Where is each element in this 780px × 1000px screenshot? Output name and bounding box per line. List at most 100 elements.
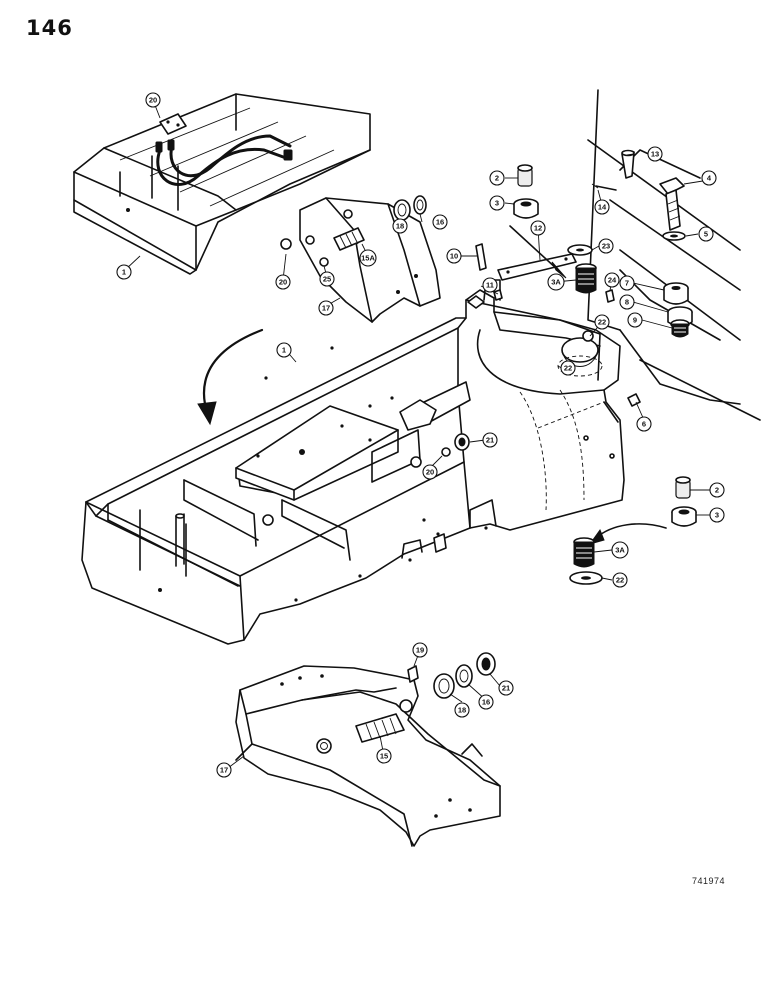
callout-15a: 15A bbox=[359, 249, 377, 267]
svg-text:5: 5 bbox=[704, 230, 708, 239]
pin-15 bbox=[355, 713, 405, 743]
nut-21-upper bbox=[454, 433, 470, 451]
callout-21b: 21 bbox=[498, 680, 514, 696]
callout-9: 9 bbox=[627, 312, 643, 328]
callout-8: 8 bbox=[619, 294, 635, 310]
svg-text:18: 18 bbox=[396, 222, 404, 231]
svg-text:16: 16 bbox=[482, 698, 490, 707]
lower-oscillating-bracket bbox=[235, 665, 501, 847]
clip-14 bbox=[591, 183, 617, 191]
callout-23: 23 bbox=[598, 238, 614, 254]
callout-14: 14 bbox=[594, 199, 610, 215]
callout-2b: 2 bbox=[709, 482, 725, 498]
callout-5: 5 bbox=[698, 226, 714, 242]
callout-22c: 22 bbox=[612, 572, 628, 588]
fitting-20-main bbox=[441, 447, 451, 457]
callout-4: 4 bbox=[701, 170, 717, 186]
callout-24: 24 bbox=[604, 272, 620, 288]
callout-7: 7 bbox=[619, 275, 635, 291]
bushing-18-lower bbox=[433, 673, 455, 699]
nut-21-lower bbox=[476, 652, 496, 676]
svg-text:15: 15 bbox=[380, 752, 388, 761]
svg-text:3A: 3A bbox=[551, 278, 561, 287]
mount-3a-upper bbox=[575, 263, 597, 294]
washer-22-lower bbox=[569, 571, 603, 585]
callout-20-frame: 20 bbox=[422, 464, 438, 480]
svg-text:16: 16 bbox=[436, 218, 444, 227]
svg-text:20: 20 bbox=[426, 468, 434, 477]
svg-text:4: 4 bbox=[707, 174, 712, 183]
svg-text:21: 21 bbox=[502, 684, 510, 693]
svg-text:25: 25 bbox=[323, 275, 331, 284]
svg-text:3: 3 bbox=[715, 511, 719, 520]
washer-16-lower bbox=[455, 664, 473, 688]
svg-text:1: 1 bbox=[122, 268, 126, 277]
callout-20-bracket: 20 bbox=[275, 274, 291, 290]
svg-text:18: 18 bbox=[458, 706, 466, 715]
callout-19: 19 bbox=[412, 642, 428, 658]
screw-24 bbox=[605, 289, 615, 303]
callout-3b: 3 bbox=[709, 507, 725, 523]
callout-2a: 2 bbox=[489, 170, 505, 186]
arrow-head-left bbox=[197, 401, 217, 426]
svg-text:11: 11 bbox=[486, 281, 494, 290]
fitting-19 bbox=[407, 665, 419, 683]
callout-3a-lower: 3A bbox=[611, 541, 629, 559]
pin-15a bbox=[333, 227, 365, 251]
svg-text:19: 19 bbox=[416, 646, 424, 655]
callout-3a-upper: 3A bbox=[547, 273, 565, 291]
svg-text:14: 14 bbox=[598, 203, 607, 212]
callout-15: 15 bbox=[376, 748, 392, 764]
svg-text:13: 13 bbox=[651, 150, 659, 159]
svg-text:17: 17 bbox=[220, 766, 228, 775]
assembly-arrow-upper bbox=[509, 225, 559, 271]
svg-text:21: 21 bbox=[486, 436, 494, 445]
callout-22a: 22 bbox=[594, 314, 610, 330]
svg-text:22: 22 bbox=[616, 576, 624, 585]
svg-text:3: 3 bbox=[495, 199, 499, 208]
svg-text:15A: 15A bbox=[361, 254, 375, 263]
svg-text:23: 23 bbox=[602, 242, 610, 251]
mount-9 bbox=[670, 319, 690, 338]
bolt-4 bbox=[659, 177, 685, 231]
svg-text:2: 2 bbox=[495, 174, 499, 183]
assembly-arrow-right bbox=[595, 523, 667, 539]
fitting-6 bbox=[627, 393, 641, 407]
bushing-2-lower bbox=[675, 476, 691, 499]
callout-21a: 21 bbox=[482, 432, 498, 448]
svg-text:24: 24 bbox=[608, 276, 617, 285]
page-number: 146 bbox=[26, 16, 73, 40]
callout-3a: 3 bbox=[489, 195, 505, 211]
washer-23 bbox=[567, 244, 593, 256]
svg-text:20: 20 bbox=[279, 278, 287, 287]
washer-5 bbox=[662, 231, 686, 241]
svg-text:1: 1 bbox=[282, 346, 286, 355]
svg-text:10: 10 bbox=[450, 252, 458, 261]
callout-17a: 17 bbox=[318, 300, 334, 316]
washer-16-upper bbox=[413, 195, 427, 215]
drawing-code: 741974 bbox=[692, 876, 726, 886]
fitting-11 bbox=[493, 289, 503, 301]
callout-1b: 1 bbox=[276, 342, 292, 358]
svg-text:20: 20 bbox=[149, 96, 157, 105]
bushing-18-upper bbox=[393, 199, 411, 221]
callout-25: 25 bbox=[319, 271, 335, 287]
callout-16b: 16 bbox=[478, 694, 494, 710]
main-frame bbox=[81, 279, 625, 645]
svg-text:12: 12 bbox=[534, 224, 542, 233]
svg-text:2: 2 bbox=[715, 486, 719, 495]
callout-10: 10 bbox=[446, 248, 462, 264]
callout-13: 13 bbox=[647, 146, 663, 162]
mount-3-upper bbox=[513, 198, 539, 219]
callout-11: 11 bbox=[482, 277, 498, 293]
callout-18b: 18 bbox=[454, 702, 470, 718]
callout-16a: 16 bbox=[432, 214, 448, 230]
mount-7 bbox=[663, 282, 689, 305]
pin-10 bbox=[475, 243, 487, 271]
mount-3a-lower bbox=[573, 537, 595, 568]
mount-3-lower bbox=[671, 506, 697, 527]
callout-12: 12 bbox=[530, 220, 546, 236]
arrow-head-upper bbox=[551, 261, 567, 279]
